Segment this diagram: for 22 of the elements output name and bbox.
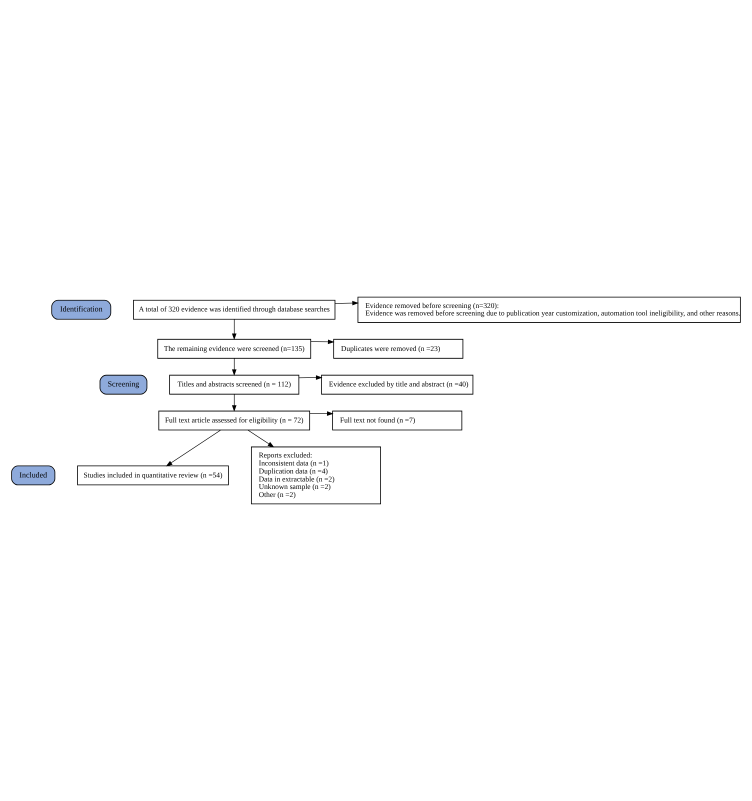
node-box: Evidence removed before screening (n=320): Evidence was removed before screening due to publication year customization, automation tool ineligibility, and other reasons. <box>358 296 741 323</box>
arrow <box>166 430 221 466</box>
node-box: Full text not found (n =7) <box>332 410 462 430</box>
arrow <box>298 375 322 380</box>
node-box: A total of 320 evidence was identified through database searches <box>133 300 336 320</box>
node-box: Evidence excluded by title and abstract (n =40) <box>321 374 474 395</box>
node-box: Identification <box>51 300 112 320</box>
arrow <box>309 411 334 416</box>
arrow <box>248 430 274 448</box>
node-box: Included <box>11 466 56 486</box>
node-box: Screening <box>100 374 148 395</box>
arrow <box>310 340 334 344</box>
arrow <box>232 394 237 412</box>
node-box: Studies included in quantitative review (n =54) <box>77 466 229 486</box>
node-box: Titles and abstracts screened (n = 112) <box>169 374 300 395</box>
arrow <box>232 318 237 340</box>
node-box: Duplicates were removed (n =23) <box>333 338 464 359</box>
arrow <box>232 358 237 376</box>
arrow <box>334 300 359 306</box>
node-box: The remaining evidence were screened (n=135) <box>157 338 312 359</box>
node-box: Reports excluded: Inconsistent data (n =1) Duplication data (n =4) Data in extractable (n =2) Unknown sample (n =2) Other (n =2) <box>250 446 381 504</box>
node-box: Full text article assessed for eligibility (n = 72) <box>158 410 310 430</box>
